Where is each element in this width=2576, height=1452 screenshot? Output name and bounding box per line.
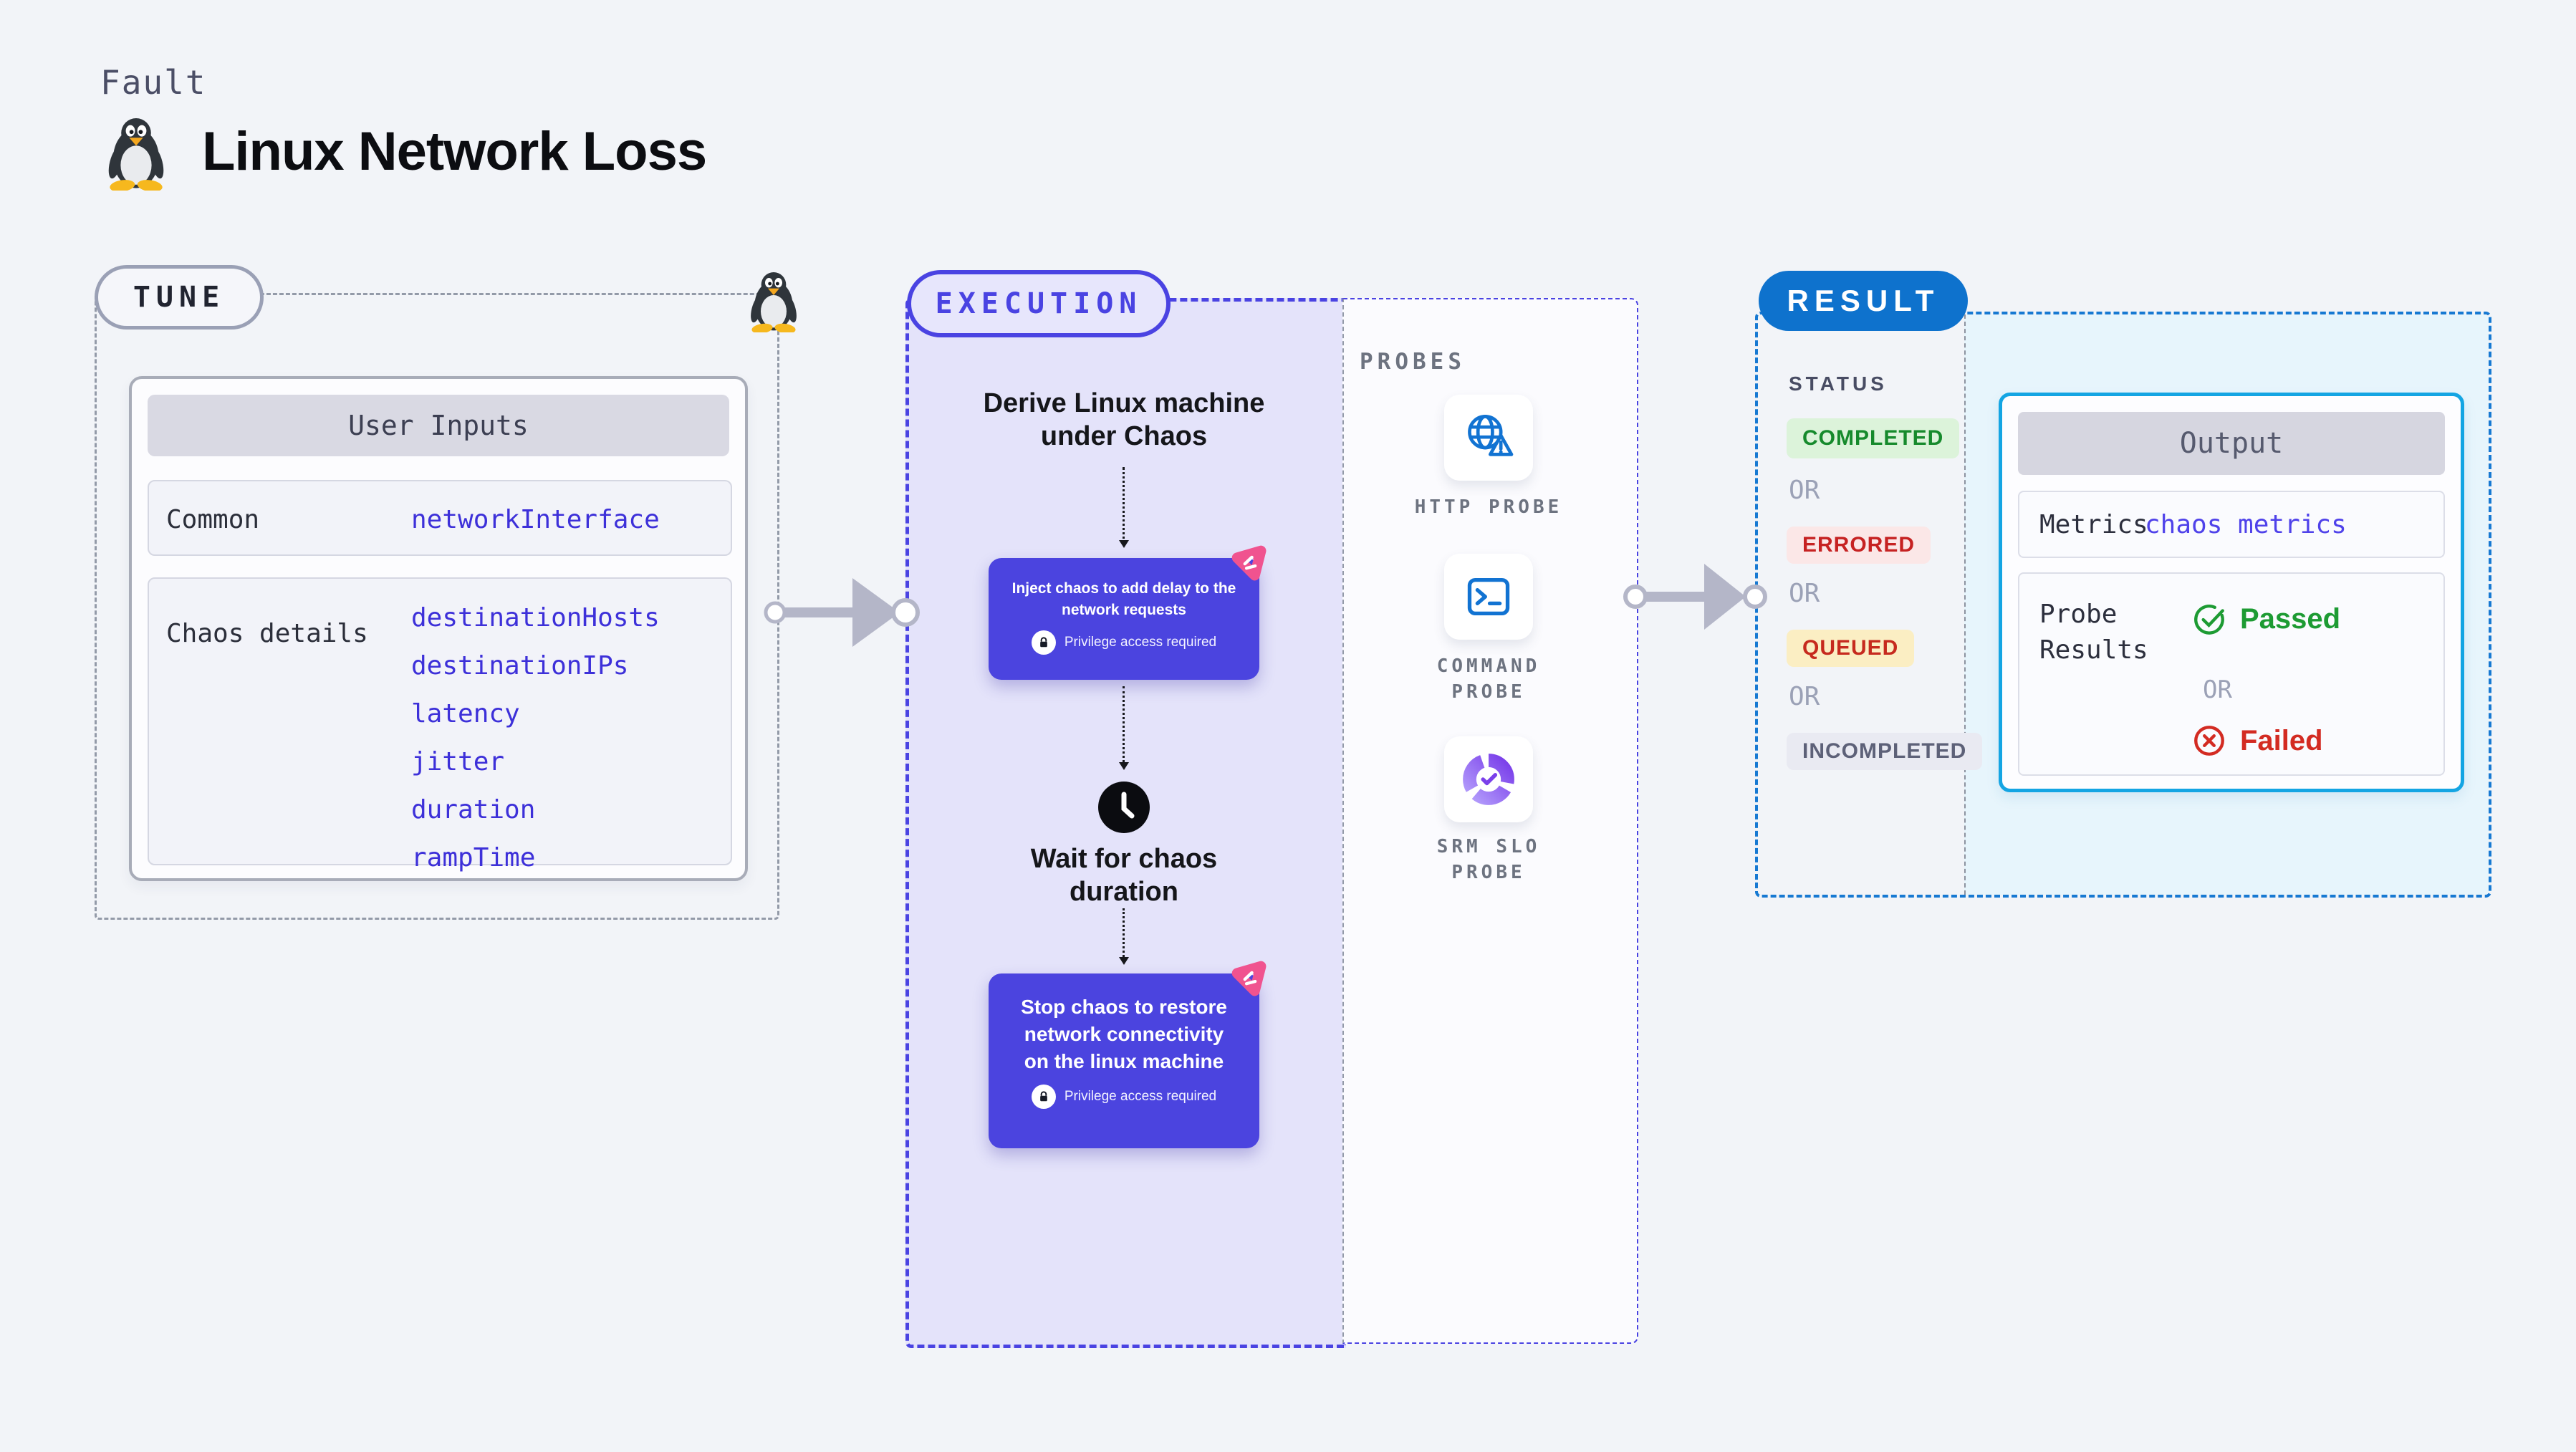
tune-badge: TUNE <box>95 265 264 330</box>
metrics-label: Metrics <box>2039 510 2148 539</box>
or-separator: OR <box>2203 675 2232 704</box>
row-label: Common <box>166 505 260 534</box>
lock-icon <box>1031 630 1056 655</box>
row-value: rampTime <box>411 843 536 872</box>
flow-arrow-down-icon <box>1119 467 1129 548</box>
passed-result: Passed <box>2191 601 2340 637</box>
status-badge-queued: QUEUED <box>1787 630 1915 667</box>
check-circle-icon <box>2194 604 2224 635</box>
privilege-note: Privilege access required <box>989 1085 1259 1109</box>
user-inputs-header: User Inputs <box>148 395 729 456</box>
privilege-note: Privilege access required <box>989 630 1259 655</box>
globe-alert-icon <box>1468 415 1514 456</box>
stop-chaos-step: Stop chaos to restore network connectivi… <box>989 961 1267 1148</box>
chaos-metrics-value: chaos metrics <box>2145 510 2347 539</box>
inject-step-text: Inject chaos to add delay to the network… <box>1011 580 1236 618</box>
x-circle-icon <box>2194 726 2224 756</box>
linux-penguin-small-icon <box>751 272 797 332</box>
linux-penguin-icon <box>108 118 164 191</box>
table-row-chaos-details: Chaos details destinationHosts destinati… <box>148 577 732 872</box>
output-card: Output Metrics chaos metrics Probe Resul… <box>1999 393 2464 792</box>
arrow-tune-to-execution-icon <box>764 578 920 647</box>
chaos-logo-icon <box>1231 545 1267 581</box>
status-badge-errored: ERRORED <box>1787 527 1931 564</box>
row-value: duration <box>411 795 536 824</box>
inject-chaos-step: Inject chaos to add delay to the network… <box>989 545 1267 680</box>
flow-arrow-down-icon <box>1119 908 1129 965</box>
srm-slo-probe-card <box>1444 736 1533 822</box>
slo-donut-icon <box>1463 754 1514 805</box>
failed-result: Failed <box>2191 723 2323 759</box>
output-header: Output <box>2018 412 2445 475</box>
row-value: destinationHosts <box>411 603 660 633</box>
command-probe-card <box>1444 554 1533 640</box>
derive-step-text: Derive Linux machine under Chaos <box>983 388 1265 451</box>
status-label: STATUS <box>1789 372 1888 395</box>
fault-kicker: Fault <box>100 63 207 102</box>
terminal-icon <box>1467 577 1510 616</box>
status-badge-completed: COMPLETED <box>1787 418 1960 458</box>
row-value: jitter <box>411 747 505 777</box>
flow-arrow-down-icon <box>1119 686 1129 770</box>
or-separator: OR <box>1789 476 1820 505</box>
privilege-text: Privilege access required <box>1064 635 1217 650</box>
command-probe-label: COMMAND PROBE <box>1436 655 1541 703</box>
http-probe-label: HTTP PROBE <box>1414 496 1563 518</box>
or-separator: OR <box>1789 579 1820 608</box>
wait-step-text: Wait for chaos duration <box>1030 844 1218 907</box>
result-badge: RESULT <box>1759 271 1968 331</box>
probe-results-row: Probe Results Passed OR Failed <box>2018 572 2445 776</box>
execution-badge: EXECUTION <box>907 270 1171 337</box>
row-label: Chaos details <box>166 619 368 648</box>
arrow-execution-to-result-icon <box>1623 564 1767 630</box>
passed-text: Passed <box>2240 602 2341 635</box>
or-separator: OR <box>1789 682 1820 711</box>
srm-slo-probe-label: SRM SLO PROBE <box>1436 836 1541 883</box>
stop-step-text: Stop chaos to restore network connectivi… <box>1021 996 1227 1072</box>
failed-text: Failed <box>2240 724 2323 756</box>
page-title: Linux Network Loss <box>202 121 707 182</box>
chaos-logo-icon <box>1231 961 1267 996</box>
probes-label: PROBES <box>1360 349 1466 375</box>
row-value: latency <box>411 699 520 729</box>
privilege-text: Privilege access required <box>1064 1089 1217 1104</box>
probe-results-label: Probe Results <box>2039 600 2148 665</box>
row-value: networkInterface <box>411 505 660 534</box>
row-values: destinationHosts destinationIPs latency … <box>411 603 660 872</box>
metrics-row: Metrics chaos metrics <box>2018 491 2445 558</box>
clock-icon <box>1098 782 1150 833</box>
lock-icon <box>1031 1085 1056 1109</box>
status-badge-incompleted: INCOMPLETED <box>1787 733 1983 770</box>
http-probe-card <box>1444 395 1533 481</box>
table-row-common: Common networkInterface <box>148 480 732 556</box>
row-value: destinationIPs <box>411 651 629 681</box>
user-inputs-card: User Inputs Common networkInterface Chao… <box>129 376 748 881</box>
